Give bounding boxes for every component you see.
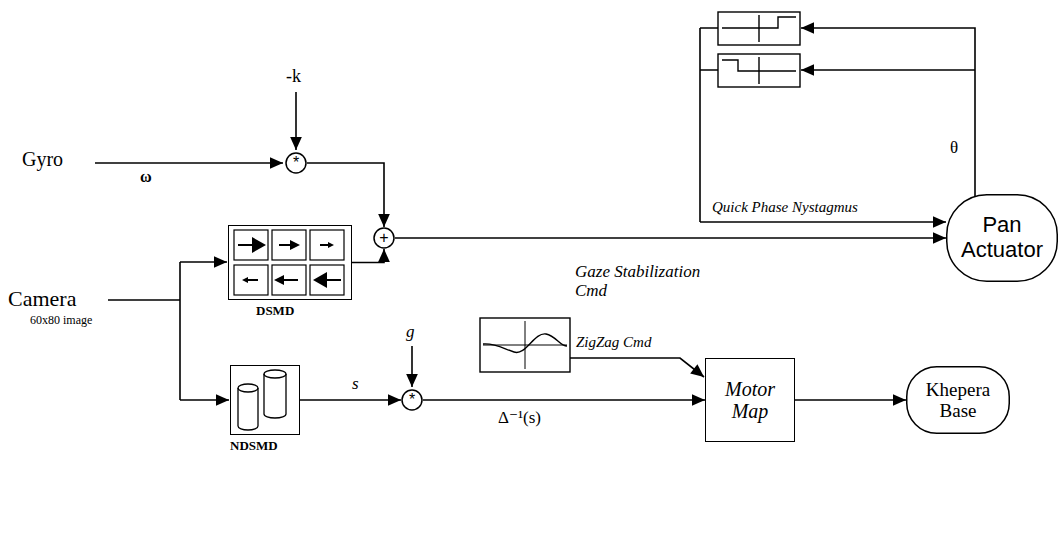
signal-connector: [395, 237, 946, 239]
nystagmus-wire: [700, 28, 718, 222]
block-heading: NDSMD: [230, 439, 278, 454]
node-text: Motor Map: [719, 378, 781, 423]
detector-frame: [230, 365, 300, 435]
signal-connector: [352, 249, 384, 263]
signal-connector: [307, 163, 384, 227]
gyro-wire: [95, 162, 283, 164]
junction-circle: [402, 390, 422, 410]
motion-arrowhead: [328, 242, 334, 248]
node-text: +: [379, 229, 388, 247]
nonlinearity-box: [718, 54, 800, 87]
motion-arrowhead: [290, 240, 300, 250]
detector-cell: [234, 265, 268, 295]
motion-arrow: [320, 244, 329, 246]
quick-phase-blocks: [718, 12, 800, 87]
dsmd-detector-array: [234, 230, 344, 295]
input-name: Camera: [8, 287, 76, 312]
motion-arrowhead: [242, 277, 248, 283]
step-plot: [722, 57, 796, 84]
connector-label: s: [352, 374, 359, 393]
ndsmd-obstacles: [238, 370, 286, 430]
signal-name: ZigZag Cmd: [576, 334, 651, 351]
motion-arrow: [326, 279, 341, 281]
plot-axes: [483, 321, 567, 369]
motion-arrow: [283, 279, 298, 281]
junction-circle: [286, 153, 306, 173]
node-text: *: [409, 391, 415, 409]
theta-wire: [801, 28, 975, 197]
motion-arrow: [238, 244, 253, 246]
motion-arrow: [279, 244, 291, 246]
detector-block: NDSMD: [230, 365, 300, 454]
motion-arrow: [247, 279, 258, 281]
zigzag-plot-box: [480, 318, 570, 372]
actuator-block: Pan Actuator: [946, 194, 1058, 282]
detector-cell: [310, 230, 344, 260]
gain-label: -k: [286, 66, 301, 86]
camera-wire: [108, 262, 180, 400]
process-box: Motor Map: [705, 358, 795, 442]
connector-label: Δ⁻¹(s): [498, 408, 541, 427]
cylinder-obstacle: [264, 374, 286, 418]
multiplier-junction: *: [285, 152, 307, 174]
cylinder-obstacle: [238, 384, 258, 392]
node-text: Khepera Base: [918, 379, 998, 422]
node-text: *: [293, 154, 299, 172]
motion-arrowhead: [274, 275, 284, 285]
zigzag-block: [480, 318, 570, 372]
cylinder-obstacle: [238, 388, 258, 430]
detector-cell: [310, 265, 344, 295]
signal-wires: [95, 28, 975, 400]
robot-base-block: Khepera Base: [906, 366, 1010, 434]
cylinder-obstacle: [264, 370, 286, 378]
node-text: Pan Actuator: [957, 213, 1047, 262]
nystagmus-wire: [700, 221, 946, 223]
block-heading: DSMD: [256, 304, 294, 319]
zigzag-wire: [570, 358, 704, 377]
rounded-outline: [907, 367, 1010, 434]
rounded-outline: [947, 195, 1058, 282]
input-note: 60x80 image: [30, 314, 92, 327]
motion-arrowhead: [313, 272, 327, 288]
detector-block: DSMD: [228, 225, 352, 319]
multiplier-junction: *: [401, 389, 423, 411]
input-name: Gyro: [22, 148, 63, 170]
signal-connector: [795, 399, 906, 401]
connector-label: Gaze Stabilization Cmd: [575, 262, 725, 300]
junction-circle: [374, 228, 394, 248]
detector-frame: [228, 225, 352, 300]
gain-label: g: [406, 322, 415, 341]
theta-wire: [801, 69, 975, 71]
detector-cell: [234, 230, 268, 260]
nonlinearity-box: [718, 12, 800, 45]
motion-arrowhead: [252, 237, 266, 253]
summing-junction: +: [373, 227, 395, 249]
signal-name: θ: [950, 138, 958, 157]
signal-connector: [423, 399, 705, 401]
signal-name: ω: [140, 168, 152, 186]
camera-wire: [180, 261, 227, 263]
signal-name: Quick Phase Nystagmus: [712, 199, 858, 216]
detector-cell: [272, 230, 306, 260]
step-plot: [722, 15, 796, 42]
gain-wire: [411, 346, 413, 387]
gain-wire: [295, 92, 297, 150]
zigzag-curve: [483, 334, 567, 353]
signal-connector: [300, 399, 401, 401]
camera-wire: [180, 399, 229, 401]
detector-cell: [272, 265, 306, 295]
